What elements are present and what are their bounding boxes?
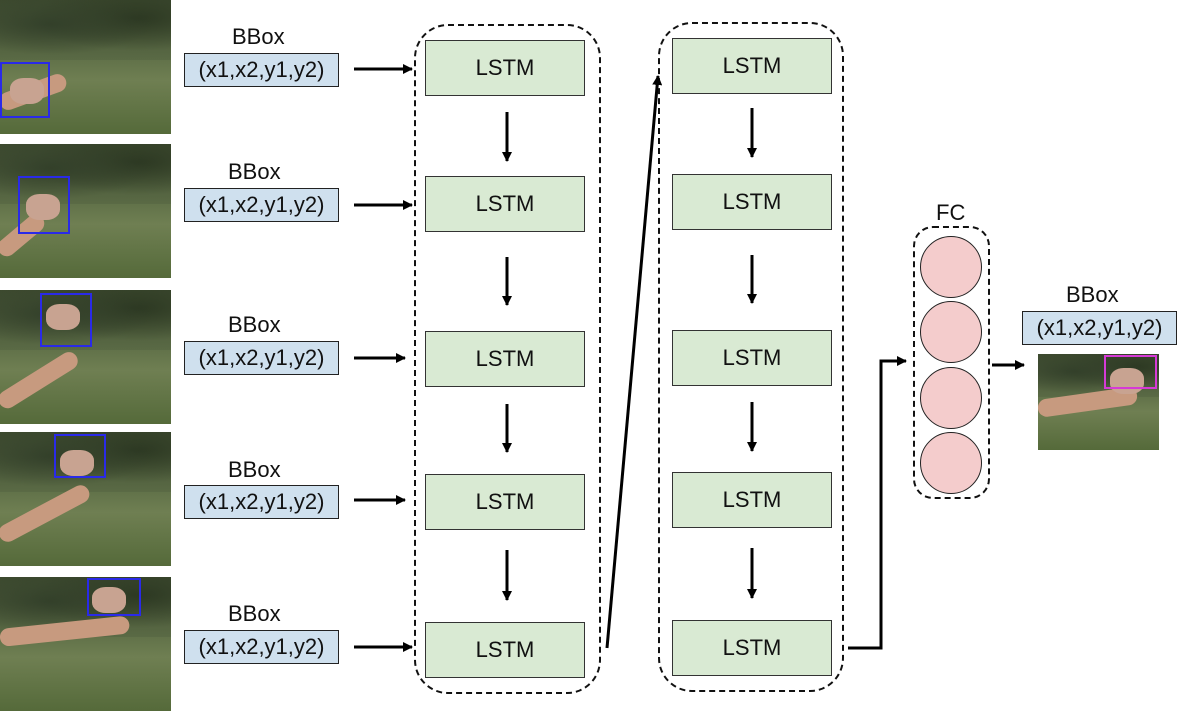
input-bbox-4: [54, 434, 106, 478]
bbox-label-5: BBox: [228, 601, 281, 626]
output-frame: [1038, 354, 1159, 450]
input-bbox-1: [0, 62, 50, 118]
input-bbox-5: [87, 578, 141, 616]
fc-label: FC: [936, 200, 966, 225]
lstm-layer2-cell-2: LSTM: [672, 174, 832, 230]
lstm-layer1-cell-3: LSTM: [425, 331, 585, 387]
lstm-layer2-cell-1: LSTM: [672, 38, 832, 94]
input-bbox-2: [18, 176, 70, 234]
lstm-layer1-cell-5: LSTM: [425, 622, 585, 678]
input-frame-3: [0, 290, 171, 424]
lstm-layer1-cell-1: LSTM: [425, 40, 585, 96]
lstm-layer1-cell-4: LSTM: [425, 474, 585, 530]
bbox-label-3: BBox: [228, 312, 281, 337]
fc-neuron-1: [920, 236, 982, 298]
lstm-layer1-cell-2: LSTM: [425, 176, 585, 232]
output-bbox-coords: (x1,x2,y1,y2): [1022, 311, 1177, 345]
input-bbox-3: [40, 293, 92, 347]
lstm-layer2-cell-3: LSTM: [672, 330, 832, 386]
fc-neuron-4: [920, 432, 982, 494]
fc-neuron-3: [920, 367, 982, 429]
fc-group: [913, 226, 990, 499]
arrow-layer2-to-fc: [848, 356, 907, 650]
input-frame-2: [0, 144, 171, 278]
bbox-label-2: BBox: [228, 159, 281, 184]
input-frame-4: [0, 432, 171, 566]
bbox-coords-3: (x1,x2,y1,y2): [184, 341, 339, 375]
output-bbox: [1104, 355, 1157, 389]
arrow-layer1-to-layer2: [605, 75, 663, 649]
lstm-layer-1-group: [414, 24, 601, 694]
bbox-coords-4: (x1,x2,y1,y2): [184, 485, 339, 519]
input-frame-1: [0, 0, 171, 134]
input-frame-5: [0, 577, 171, 711]
bbox-label-4: BBox: [228, 457, 281, 482]
lstm-layer2-cell-5: LSTM: [672, 620, 832, 676]
output-bbox-label: BBox: [1066, 282, 1119, 307]
bbox-coords-2: (x1,x2,y1,y2): [184, 188, 339, 222]
bbox-coords-1: (x1,x2,y1,y2): [184, 53, 339, 87]
lstm-layer2-cell-4: LSTM: [672, 472, 832, 528]
fc-neuron-2: [920, 301, 982, 363]
lstm-layer-2-group: [658, 22, 844, 692]
bbox-coords-5: (x1,x2,y1,y2): [184, 630, 339, 664]
bbox-label-1: BBox: [232, 24, 285, 49]
